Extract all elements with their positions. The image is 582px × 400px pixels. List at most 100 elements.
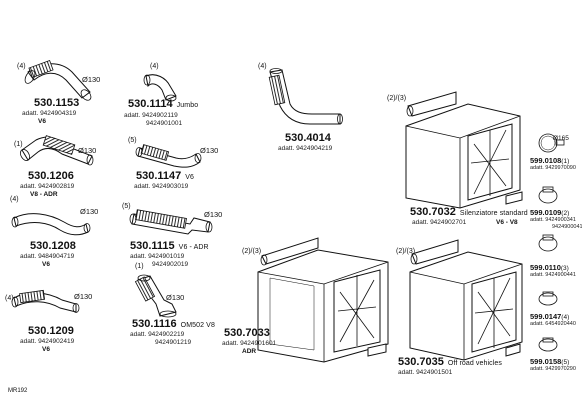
part-code-1206: 530.1206: [28, 170, 74, 182]
muffler-7032-drawing: [405, 91, 523, 209]
adatt-1115-alt: 9424902019: [152, 261, 189, 268]
pipe-1147-drawing: [135, 144, 202, 168]
muffler-7035-drawing: [409, 239, 523, 361]
pipe-1116-drawing: [134, 274, 177, 318]
clamp-adatt-0109: adatt. 9424900341: [530, 217, 576, 223]
diameter-1147: Ø130: [200, 146, 219, 155]
clamp-qty-0110: (3): [560, 265, 569, 272]
clamp-code-0147: 599.0147(4): [530, 312, 569, 322]
adatt-1116: adatt. 9424902219: [130, 331, 185, 338]
pipe-1208-drawing: [11, 213, 91, 236]
adatt-7035: adatt. 9424901501: [398, 369, 453, 376]
pipe-1209-drawing: [11, 289, 80, 313]
part-code-1153: 530.1153: [34, 97, 80, 109]
adatt-7032: adatt. 9424902701: [412, 219, 467, 226]
clamp-code-0110: 599.0110(3): [530, 263, 569, 273]
clamp-adatt-0108: adatt. 9429970090: [530, 165, 576, 171]
diameter-1208: Ø130: [80, 207, 99, 216]
tag-7033: ADR: [242, 348, 257, 355]
tag-1153: V6: [38, 118, 46, 125]
adatt-1153: adatt. 9424904319: [22, 110, 77, 117]
part-code-7035-number: 530.7035: [398, 356, 444, 368]
diameter-1153: Ø130: [82, 75, 101, 84]
part-code-1115-number: 530.1115: [130, 240, 175, 252]
tag-1208: V6: [42, 261, 50, 268]
adatt-1115: adatt. 9424901019: [130, 253, 185, 260]
clamp-0110-drawing: [538, 234, 558, 252]
clamp-number-0108: 599.0108: [530, 156, 562, 165]
pipe-4014-drawing: [268, 68, 343, 125]
diameter-1116: Ø130: [166, 293, 185, 302]
part-code-7033: 530.7033: [224, 327, 270, 339]
tag-1206: V8 - ADR: [30, 191, 58, 198]
muffler-7033-drawing: [257, 237, 389, 363]
clamp-number-0147: 599.0147: [530, 312, 562, 321]
pipe-1206-drawing: [20, 135, 94, 166]
part-code-4014: 530.4014: [285, 132, 331, 144]
clamp-code-0158: 599.0158(5): [530, 357, 569, 367]
part-code-7032-number: 530.7032: [410, 206, 456, 218]
tag-7032: V6 - V8: [496, 219, 518, 226]
tag-1147: V6: [185, 174, 195, 181]
diameter-1209: Ø130: [74, 292, 93, 301]
pipe-1153-drawing: [24, 60, 92, 101]
adatt-1209: adatt. 9424902419: [20, 338, 75, 345]
clamp-adatt-0109-alt: 9424900041: [552, 224, 582, 230]
adatt-1206: adatt. 9424902819: [20, 183, 75, 190]
part-note-1114: Jumbo: [176, 102, 199, 109]
qty-1206: (1): [14, 141, 23, 148]
qty-1209: (4): [5, 295, 14, 302]
part-code-1116-number: 530.1116: [132, 318, 177, 330]
part-code-1147-number: 530.1147: [136, 170, 182, 182]
clamp-qty-0109: (2): [561, 210, 570, 217]
qty-7033: (2)/(3): [242, 248, 262, 255]
catalog-page-code: MR192: [8, 388, 28, 394]
diameter-1206: Ø130: [78, 146, 97, 155]
qty-1114: (4): [150, 63, 159, 70]
part-note-1116: OM502 V8: [180, 322, 215, 329]
clamp-number-0109: 599.0109: [530, 208, 562, 217]
part-code-1209: 530.1209: [28, 325, 74, 337]
pipe-1115-drawing: [129, 209, 213, 235]
part-note-7035: Off road vehicles: [447, 360, 502, 367]
qty-1208: (4): [10, 196, 19, 203]
clamp-0158-drawing: [538, 337, 558, 352]
diameter-0108: Ø165: [553, 135, 569, 142]
clamp-number-0110: 599.0110: [530, 263, 561, 272]
adatt-1208: adatt. 9484904719: [20, 253, 75, 260]
qty-1116: (1): [135, 263, 144, 270]
clamp-0108-drawing: [538, 133, 565, 153]
qty-1153: (4): [17, 63, 26, 70]
adatt-1147: adatt. 9424903019: [134, 183, 189, 190]
clamp-0109-drawing: [538, 186, 558, 204]
qty-4014: (4): [258, 63, 267, 70]
pipe-1114-drawing: [143, 74, 177, 102]
tag-1209: V6: [42, 346, 50, 353]
qty-7035: (2)/(3): [396, 248, 416, 255]
tag-1115: V6 - ADR: [178, 244, 209, 251]
part-note-7032: Silenziatore standard: [459, 210, 528, 217]
adatt-1116-alt: 9424901219: [155, 339, 192, 346]
qty-1147: (5): [128, 137, 137, 144]
clamp-adatt-0147: adatt. 6454920440: [530, 321, 576, 327]
qty-1115: (5): [122, 203, 131, 210]
clamp-adatt-0158: adatt. 9429970290: [530, 366, 576, 372]
adatt-1114: adatt. 9424902119: [124, 112, 178, 119]
clamp-code-0108: 599.0108(1): [530, 156, 569, 166]
clamp-0147-drawing: [538, 291, 558, 306]
clamp-number-0158: 599.0158: [530, 357, 562, 366]
part-code-1114-number: 530.1114: [128, 98, 173, 110]
clamp-code-0109: 599.0109(2): [530, 208, 569, 218]
clamp-qty-0158: (5): [561, 359, 570, 366]
adatt-1114-alt: 9424901001: [146, 120, 183, 127]
clamp-adatt-0110: adatt. 9424900441: [530, 272, 576, 278]
adatt-7033: adatt. 9424901601: [222, 340, 277, 347]
clamp-qty-0147: (4): [561, 314, 570, 321]
